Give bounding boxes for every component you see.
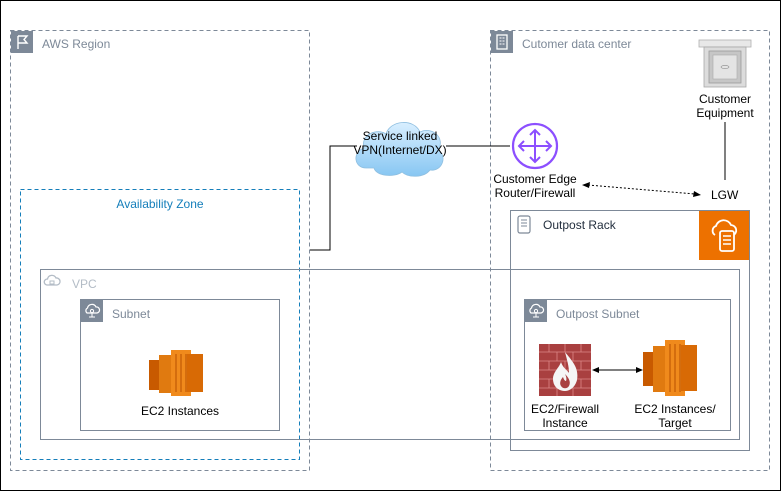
subnet-label: Subnet bbox=[112, 307, 151, 321]
equipment-label-line2: Equipment bbox=[696, 106, 754, 120]
equipment-icon bbox=[696, 38, 754, 88]
equipment-label: Customer Equipment bbox=[680, 92, 770, 120]
firewall-label-line2: Instance bbox=[542, 416, 588, 430]
outpost-rack-box bbox=[510, 210, 750, 451]
ec2-icon bbox=[149, 350, 209, 396]
ec2-target-icon bbox=[643, 340, 703, 396]
router-label: Customer Edge Router/Firewall bbox=[480, 172, 590, 200]
az-box bbox=[20, 189, 300, 460]
az-label: Availability Zone bbox=[116, 197, 204, 211]
ec2-target-label-line2: Target bbox=[658, 416, 692, 430]
region-to-vpn-line bbox=[310, 145, 357, 251]
vpc-box bbox=[40, 269, 740, 440]
ec2-target-label-line1: EC2 Instances/ bbox=[634, 402, 716, 416]
subnet-box bbox=[80, 299, 280, 431]
firewall-target-arrow-left bbox=[592, 367, 599, 373]
router-lgw-arrow-left bbox=[582, 182, 590, 188]
router-icon bbox=[510, 121, 560, 171]
outpost-rack-small-icon bbox=[514, 213, 534, 235]
firewall-label-line1: EC2/Firewall bbox=[530, 402, 599, 416]
lgw-label: LGW bbox=[711, 188, 739, 202]
router-lgw-link bbox=[587, 184, 696, 195]
vpn-label: Service linked VPN(Internet/DX) bbox=[344, 129, 456, 157]
building-icon bbox=[491, 31, 513, 53]
equipment-label-line1: Customer bbox=[698, 92, 751, 106]
router-lgw-arrow-right bbox=[693, 191, 701, 197]
ec2-subnet-label: EC2 Instances bbox=[140, 404, 220, 418]
vpc-cloud-icon bbox=[41, 270, 63, 292]
firewall-label: EC2/Firewall Instance bbox=[515, 402, 615, 430]
vpn-label-line2: VPN(Internet/DX) bbox=[353, 143, 447, 157]
datacenter-label: Cutomer data center bbox=[522, 37, 632, 51]
outpost-rack-label: Outpost Rack bbox=[543, 218, 616, 232]
region-label: AWS Region bbox=[42, 37, 111, 51]
datacenter-box bbox=[490, 30, 770, 471]
outpost-subnet-icon bbox=[525, 300, 547, 322]
firewall-target-arrow-right bbox=[636, 367, 643, 373]
outpost-subnet-box bbox=[524, 299, 731, 431]
router-label-line2: Router/Firewall bbox=[494, 186, 576, 200]
region-flag-icon bbox=[11, 31, 33, 53]
router-label-line1: Customer Edge bbox=[493, 172, 577, 186]
aws-region-box bbox=[10, 30, 310, 471]
vpn-label-line1: Service linked bbox=[362, 129, 438, 143]
outpost-rack-icon bbox=[699, 211, 749, 260]
outpost-subnet-label: Outpost Subnet bbox=[556, 307, 640, 321]
vpn-cloud-icon bbox=[352, 112, 448, 180]
subnet-icon bbox=[81, 300, 103, 322]
ec2-target-label: EC2 Instances/ Target bbox=[620, 402, 730, 430]
vpc-label: VPC bbox=[72, 277, 97, 291]
firewall-icon bbox=[539, 344, 591, 396]
